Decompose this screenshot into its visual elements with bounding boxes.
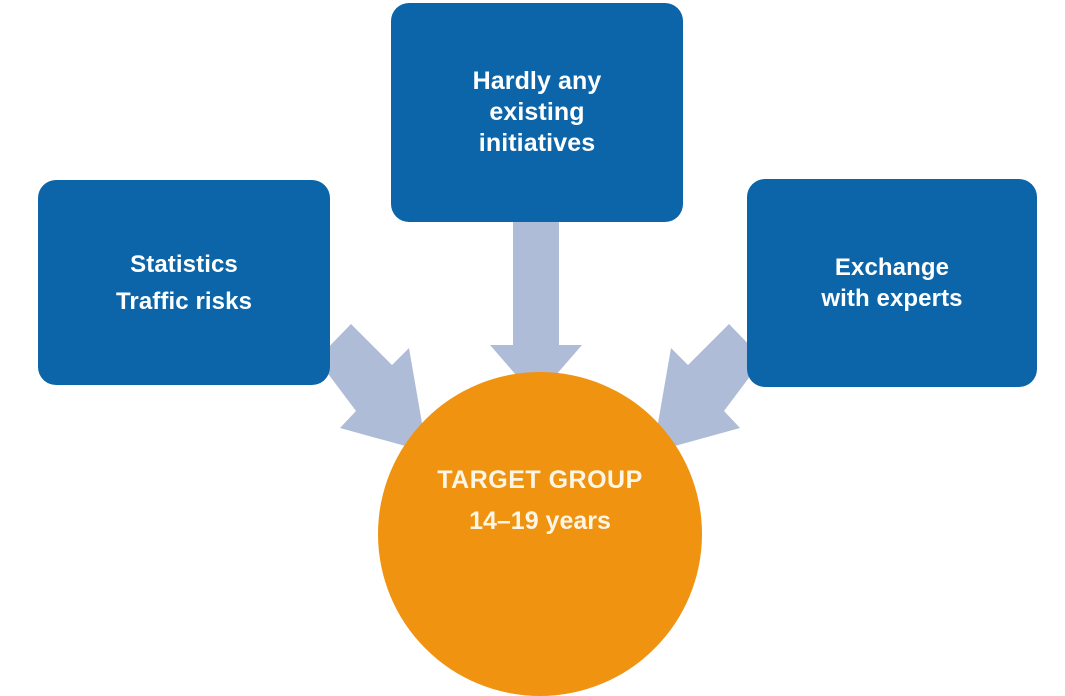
target-group-circle — [378, 372, 702, 696]
node-right-line-1: Exchange — [834, 254, 950, 281]
node-top-line-2: existing — [489, 98, 585, 126]
node-left-text: Statistics Traffic risks — [38, 246, 330, 320]
target-group-label: TARGET GROUP 14–19 years — [378, 465, 702, 536]
target-group-title: TARGET GROUP — [437, 466, 643, 494]
arrow-left-to-center-icon — [317, 324, 427, 452]
node-top-line-3: initiatives — [478, 129, 596, 157]
connector-arrows-layer — [317, 222, 763, 452]
node-top-text: Hardly any existing initiatives — [391, 66, 683, 159]
node-left-line-2: Traffic risks — [115, 287, 253, 315]
node-exchange-with-experts[interactable]: Exchange with experts — [747, 179, 1037, 387]
arrow-top-to-center-icon — [490, 222, 582, 398]
diagram-canvas: TARGET GROUP 14–19 years Hardly any exis… — [38, 3, 1037, 696]
node-top-line-1: Hardly any — [472, 67, 602, 95]
node-hardly-any-existing-initiatives[interactable]: Hardly any existing initiatives — [391, 3, 683, 222]
node-left-line-1: Statistics — [130, 250, 238, 278]
target-group-subtitle: 14–19 years — [469, 507, 611, 535]
arrow-right-to-center-icon — [653, 324, 763, 452]
node-statistics-traffic-risks[interactable]: Statistics Traffic risks — [38, 180, 330, 385]
node-right-line-2: with experts — [821, 285, 963, 312]
node-right-text: Exchange with experts — [747, 252, 1037, 314]
